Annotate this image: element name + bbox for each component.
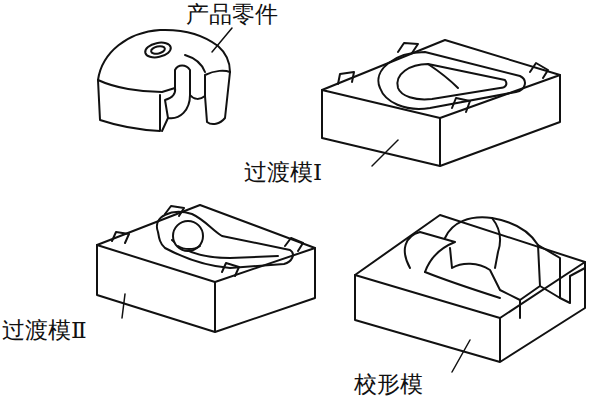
part-label: 过渡模Ⅰ [244,160,322,185]
part-label: 过渡模Ⅱ [2,318,87,343]
part-label: 产品零件 [186,2,278,27]
transition-die-1 [322,40,560,166]
part-label: 校形模 [354,372,423,397]
leader-line [122,28,470,372]
product-part [98,30,230,131]
transition-die-2 [97,205,315,332]
